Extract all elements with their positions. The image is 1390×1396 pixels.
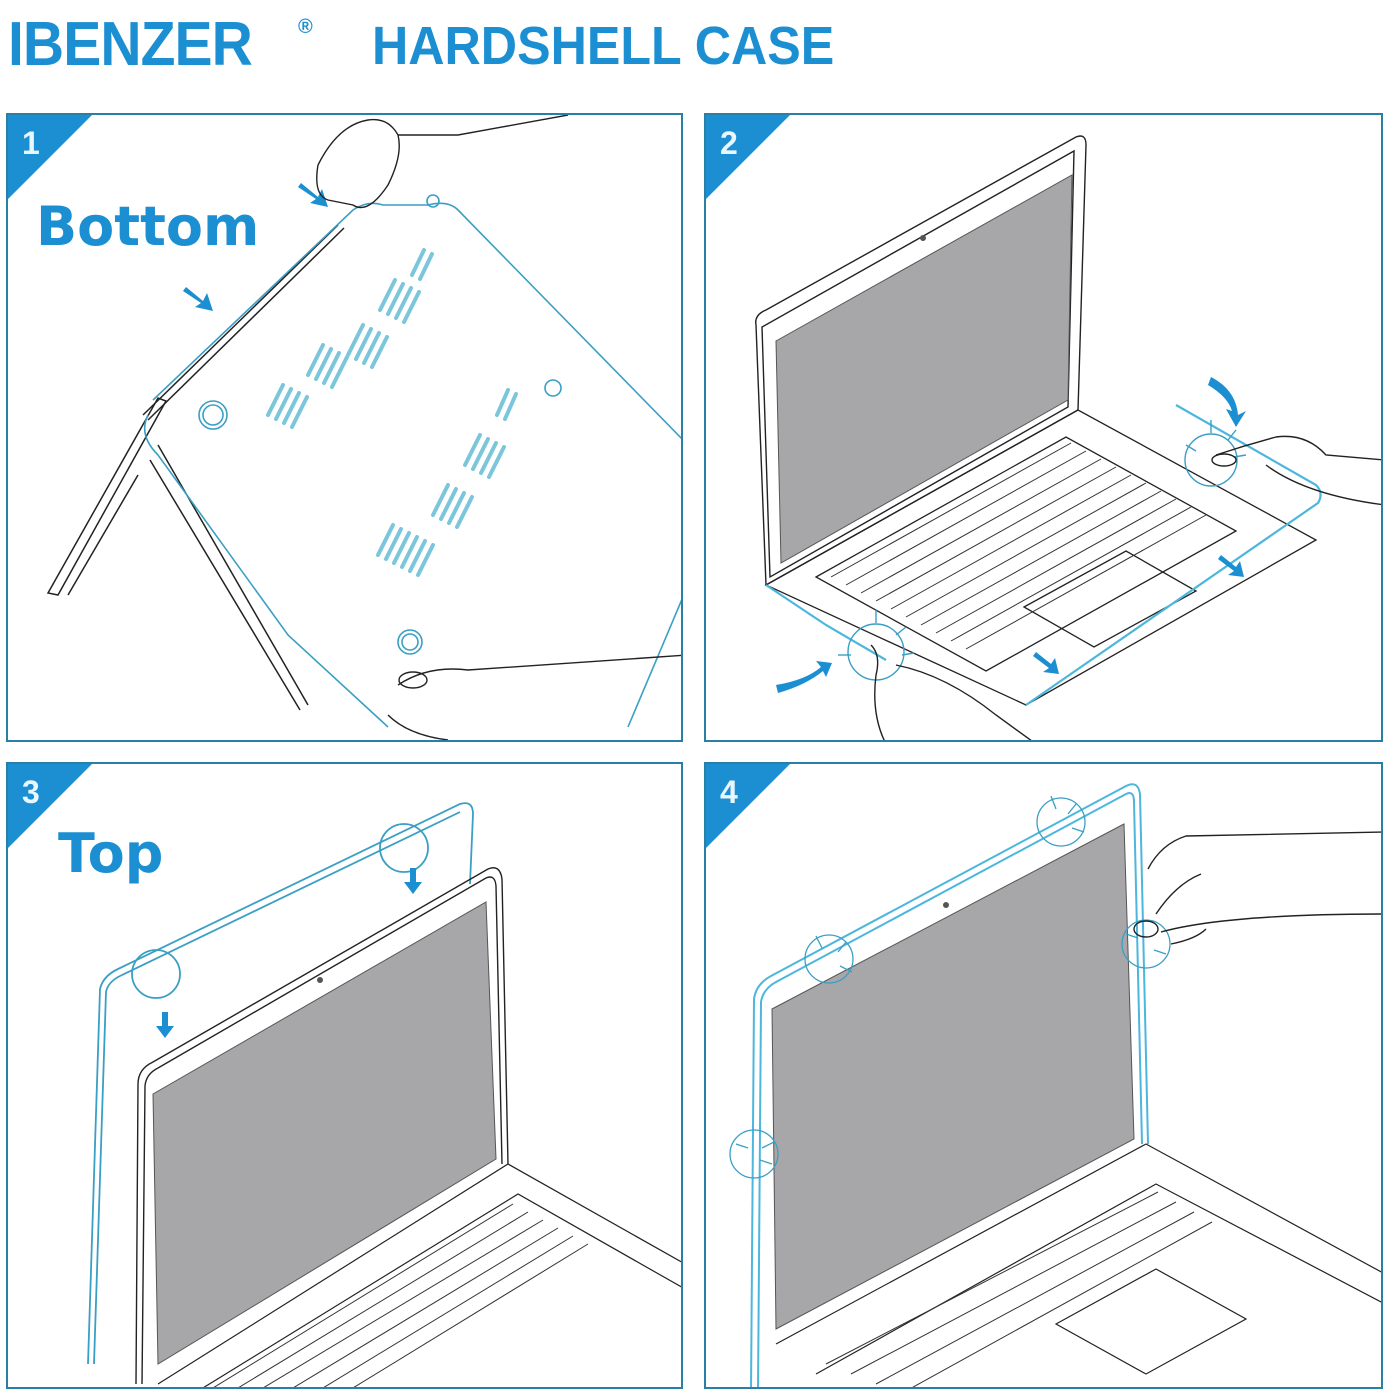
step-panel-1: 1 Bottom	[6, 113, 683, 742]
vent-slots	[266, 248, 518, 577]
keyboard	[830, 442, 1207, 650]
press-bottom-illustration	[755, 135, 1381, 740]
step-badge	[8, 764, 92, 848]
step-label: Bottom	[36, 195, 260, 258]
page-title: HARDSHELL CASE	[372, 16, 835, 76]
step-number: 4	[720, 774, 738, 810]
arrow-icon	[776, 377, 1246, 693]
brand-logo: IBENZER	[8, 10, 253, 79]
bottom-case-illustration	[46, 115, 681, 740]
press-indicator-icon	[729, 795, 1171, 1179]
hand-icon	[870, 435, 1381, 740]
step-number: 1	[22, 125, 40, 161]
step-badge	[706, 115, 790, 199]
arrow-icon	[183, 183, 328, 311]
header: IBENZER ® HARDSHELL CASE	[0, 0, 1390, 100]
step-label: Top	[58, 822, 164, 885]
step-number: 2	[720, 125, 738, 161]
step-panel-2: 2	[704, 113, 1383, 742]
step-panel-3: 3 Top	[6, 762, 683, 1389]
keyboard	[213, 1203, 589, 1387]
hand-icon	[1133, 831, 1381, 945]
step-number: 3	[22, 774, 40, 810]
registered-mark: ®	[298, 16, 313, 38]
step-badge	[706, 764, 790, 848]
step-panel-4: 4	[704, 762, 1383, 1389]
keyboard	[825, 1191, 1213, 1387]
arrow-down-icon	[156, 868, 422, 1038]
hand-icon	[316, 115, 681, 740]
step-badge	[8, 115, 92, 199]
press-top-illustration	[729, 783, 1381, 1387]
top-case-illustration	[87, 802, 681, 1387]
